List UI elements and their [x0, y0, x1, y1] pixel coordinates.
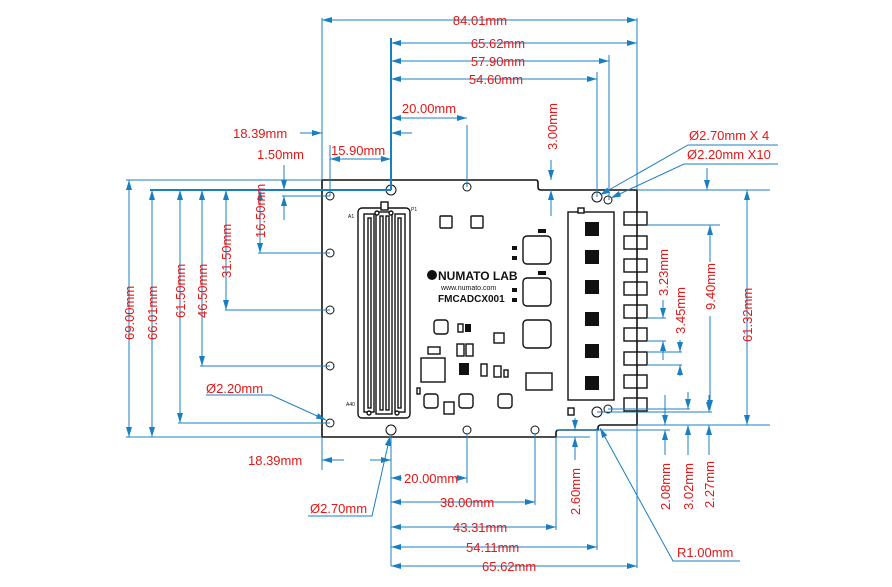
dim-46-50: 46.50mm: [195, 264, 210, 318]
dim-18-39-top: 18.39mm: [233, 126, 287, 141]
dim-65-62-top: 65.62mm: [471, 36, 525, 51]
dim-20-00-bottom: 20.00mm: [404, 471, 458, 486]
dim-2-08: 2.08mm: [658, 463, 673, 510]
dim-2-60: 2.60mm: [568, 468, 583, 515]
callout-corner-radius: R1.00mm: [677, 545, 733, 560]
dim-66-01: 66.01mm: [145, 286, 160, 340]
callout-left-hole-dia: Ø2.20mm: [206, 381, 263, 396]
dim-57-90: 57.90mm: [471, 54, 525, 69]
dim-3-02: 3.02mm: [681, 463, 696, 510]
dim-61-50: 61.50mm: [173, 264, 188, 318]
model-number: FMCADCX001: [438, 294, 505, 305]
dim-overall-width: 84.01mm: [453, 13, 507, 28]
dimension-lines: [126, 17, 778, 569]
brand-url: www.numato.com: [440, 285, 496, 292]
callout-small-holes: Ø2.20mm X10: [687, 147, 771, 162]
dim-16-50: 16.50mm: [253, 184, 268, 238]
callout-large-holes: Ø2.70mm X 4: [689, 128, 769, 143]
dim-65-62-bottom: 65.62mm: [482, 559, 536, 574]
dim-15-90: 15.90mm: [331, 143, 385, 158]
dim-43-31: 43.31mm: [453, 520, 507, 535]
callout-bottom-hole-dia: Ø2.70mm: [310, 501, 367, 516]
numato-logo: NUMATO LAB www.numato.com FMCADCX001: [427, 269, 518, 305]
dim-3-00: 3.00mm: [545, 103, 560, 150]
dim-31-50: 31.50mm: [219, 224, 234, 278]
connector-label-p1: P1: [411, 207, 417, 213]
dim-1-50: 1.50mm: [257, 147, 304, 162]
hole: [530, 425, 540, 435]
hole: [603, 195, 613, 205]
fmc-connector: A1 P1 A40: [346, 201, 417, 419]
dimension-labels: 84.01mm 65.62mm 57.90mm 54.60mm 20.00mm …: [122, 13, 771, 574]
connector-label-a1: A1: [348, 214, 354, 220]
dim-54-60: 54.60mm: [469, 72, 523, 87]
hole: [462, 425, 472, 435]
input-connectors: [567, 207, 648, 416]
dim-3-45: 3.45mm: [673, 287, 688, 334]
dim-54-11: 54.11mm: [466, 540, 519, 555]
dim-20-00-top: 20.00mm: [402, 101, 456, 116]
dim-9-40: 9.40mm: [703, 263, 718, 310]
dim-69-00: 69.00mm: [122, 286, 137, 340]
dim-61-32: 61.32mm: [740, 288, 755, 342]
connector-label-a40: A40: [346, 402, 355, 408]
components: [416, 215, 553, 415]
brand-name: NUMATO LAB: [438, 269, 518, 283]
dim-2-27: 2.27mm: [702, 461, 717, 508]
large-hole: [385, 424, 397, 436]
dim-18-39-bottom: 18.39mm: [248, 453, 302, 468]
dim-3-23: 3.23mm: [656, 249, 671, 296]
dim-38-00: 38.00mm: [440, 495, 494, 510]
